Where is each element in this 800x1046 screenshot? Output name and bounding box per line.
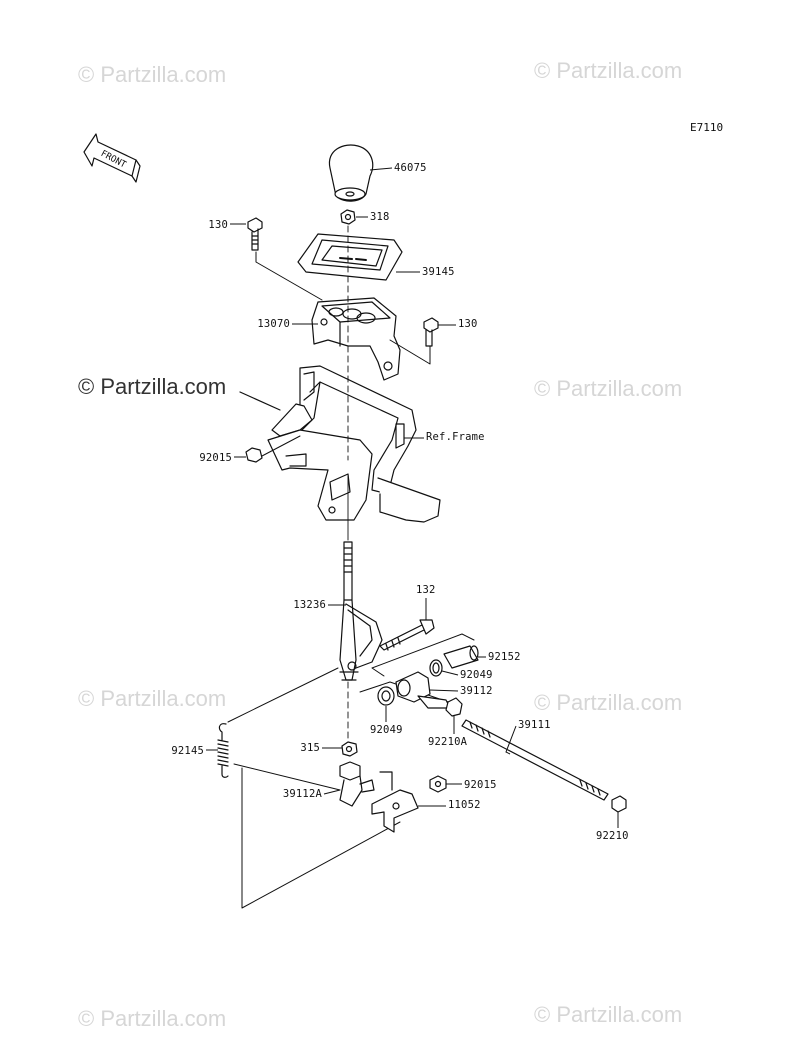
shift-guide-plate: [297, 233, 403, 281]
nut-92015-left: [245, 435, 301, 463]
bolt-130-upper: [247, 217, 263, 251]
shift-knob: [328, 144, 374, 202]
watermark: © Partzilla.com: [78, 62, 227, 87]
watermark: © Partzilla.com: [78, 374, 227, 399]
label-92145: 92145: [171, 745, 204, 757]
nut-92015-lower: [429, 775, 447, 793]
label-39112a: 39112A: [282, 788, 322, 800]
watermark: © Partzilla.com: [534, 376, 683, 401]
label-92015-lower: 92015: [464, 779, 497, 791]
nut-315: [341, 741, 358, 757]
watermark: © Partzilla.com: [534, 1002, 683, 1027]
label-13236: 13236: [293, 599, 326, 611]
shift-lever: [339, 541, 383, 681]
label-92210: 92210: [596, 830, 629, 842]
label-39112: 39112: [460, 685, 493, 697]
spring-92145: [217, 723, 229, 778]
label-132: 132: [416, 584, 436, 596]
nut-92210: [611, 795, 627, 813]
watermark: © Partzilla.com: [78, 1006, 227, 1031]
nut-92210a: [445, 697, 463, 717]
label-315: 315: [300, 742, 320, 754]
label-39111: 39111: [518, 719, 551, 731]
label-92152: 92152: [488, 651, 521, 663]
label-130-right: 130: [458, 318, 478, 330]
label-39145: 39145: [422, 266, 455, 278]
diagram-code: E7110: [690, 121, 724, 134]
label-ref-frame: Ref.Frame: [426, 431, 485, 443]
label-92015: 92015: [199, 452, 232, 464]
watermark: © Partzilla.com: [534, 690, 683, 715]
label-92049-upper: 92049: [460, 669, 493, 681]
bolt-130-right: [423, 317, 439, 347]
label-92210a: 92210A: [428, 736, 468, 748]
nut-318: [340, 209, 356, 225]
label-92049-lower: 92049: [370, 724, 403, 736]
shift-housing: [311, 297, 401, 381]
washer-92049-lower: [377, 686, 395, 706]
watermark: © Partzilla.com: [534, 58, 683, 83]
label-13070: 13070: [257, 318, 290, 330]
bolt-132: [379, 619, 435, 651]
joint-39112a: [339, 761, 375, 807]
label-318: 318: [370, 211, 390, 223]
label-46075: 46075: [394, 162, 427, 174]
bracket-11052: [371, 771, 419, 833]
washer-92049-upper: [429, 659, 443, 677]
label-130: 130: [208, 219, 228, 231]
collar-92152: [443, 645, 479, 669]
label-11052: 11052: [448, 799, 481, 811]
rod-39111: [461, 719, 609, 801]
watermark: © Partzilla.com: [78, 686, 227, 711]
frame-bracket: [239, 365, 441, 523]
